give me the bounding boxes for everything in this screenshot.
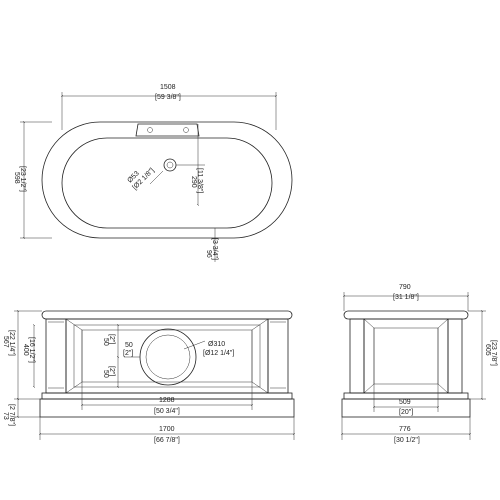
front-pillar-left [45, 318, 67, 394]
tub-outer-rim [41, 121, 293, 239]
side-view: 790 [31 1/8"] 605 [23 7/8"] 509 [20"] 77… [340, 284, 497, 444]
dim-top-width: 790 [399, 284, 411, 291]
dim-panel-height: 400 [22, 344, 29, 356]
dim-circle-dia-in: [Ø12 1/4"] [203, 350, 234, 357]
side-plinth-base [341, 398, 471, 418]
front-view: 567 [22 1/4"] 400 [16 1/2"] 73 [2 7/8"] … [2, 309, 296, 444]
waste-outlet [163, 158, 177, 172]
front-medallion-inner [145, 334, 191, 380]
dim-circle-dia: Ø310 [208, 341, 225, 348]
dim-width-in: [23 1/2"] [19, 166, 26, 192]
dim-inner-width-in: [50 3/4"] [154, 408, 180, 415]
dim-gap-top: 50 [102, 338, 109, 346]
overflow-knob-left [147, 127, 153, 133]
dim-rim-in: [3 3/4"] [211, 238, 218, 260]
dim-top-width-in: [31 1/8"] [393, 294, 419, 301]
dim-gap-mid: 50 [125, 342, 133, 349]
dim-rim: 96 [205, 250, 212, 258]
dim-gap-mid-in: [2"] [123, 350, 133, 357]
top-view: 1508 [59 3/8"] 598 [23 1/2"] Ø53 [Ø2 1/8… [13, 84, 293, 262]
front-plinth-base [39, 398, 295, 418]
dim-width: 598 [13, 172, 20, 184]
waste-outlet-inner [166, 161, 174, 169]
dim-waste-offset-in: [11 3/8"] [196, 168, 203, 193]
dim-gap-bottom-in: [2"] [108, 366, 115, 376]
side-pillar-left [349, 318, 365, 394]
dim-side-height: 605 [484, 344, 491, 356]
dim-outer-width-in: [66 7/8"] [154, 437, 180, 444]
dim-inner-width: 1288 [159, 397, 175, 404]
overflow-knob-right [183, 127, 189, 133]
dim-plinth-in: [2 7/8"] [8, 404, 15, 426]
dim-length-in: [59 3/8"] [155, 94, 181, 101]
dim-gap-bottom: 50 [102, 370, 109, 378]
dim-gap-top-in: [2"] [108, 334, 115, 344]
dim-base-width-in: [30 1/2"] [394, 437, 420, 444]
side-rim [343, 310, 469, 320]
front-pillar-right [267, 318, 289, 394]
front-rim [41, 310, 293, 320]
dim-total-height-in: [22 1/4"] [8, 330, 15, 356]
dim-panel-width-in: [20"] [399, 409, 413, 416]
dim-total-height: 567 [2, 336, 9, 348]
dim-outer-width: 1700 [159, 426, 175, 433]
dim-side-height-in: [23 7/8"] [490, 340, 497, 366]
dim-waste-offset: 290 [190, 176, 197, 188]
front-panel-inner [73, 324, 261, 388]
side-panel [363, 318, 449, 394]
side-pillar-right [447, 318, 463, 394]
tub-inner-basin [61, 137, 273, 229]
dim-length: 1508 [160, 84, 176, 91]
overflow-plate [135, 123, 200, 137]
dim-plinth: 73 [2, 412, 9, 420]
dim-base-width: 776 [399, 426, 411, 433]
dim-panel-height-in: [16 1/2"] [28, 337, 35, 363]
front-medallion [139, 328, 197, 386]
dim-panel-width: 509 [399, 399, 411, 406]
side-panel-inner [373, 327, 439, 385]
